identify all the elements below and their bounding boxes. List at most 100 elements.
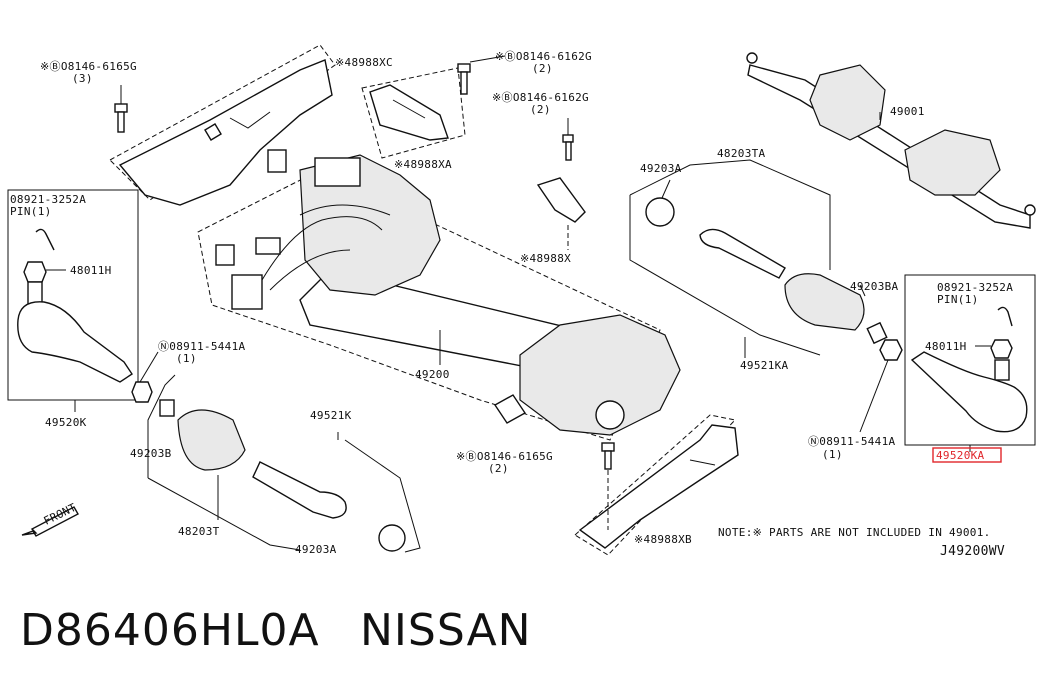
bolt-shaft: [565, 141, 572, 161]
bracket-48988xa-shape: [369, 84, 449, 141]
label-48988x: ※48988X: [520, 252, 571, 265]
label-48203t: 48203T: [178, 525, 220, 538]
group-inner-left-line-a: [147, 477, 301, 551]
label-08911-5441a-left: Ⓝ08911-5441A: [158, 340, 246, 353]
group-inner-right: [629, 159, 903, 433]
inner-tie-rod-49521ka: [699, 228, 786, 279]
label-08146-6162g-a: ※ⒷO8146-6162G: [495, 50, 592, 63]
label-48203ta: 48203TA: [717, 147, 766, 160]
bracket-48988xc-slot: [267, 149, 287, 173]
bolt-shaft: [117, 111, 125, 133]
inner-tie-rod-49521k: [252, 461, 347, 519]
bolt-head: [601, 442, 615, 452]
bolt-leader: [469, 55, 506, 63]
cotter-pin-left: [35, 228, 55, 251]
front-direction-indicator: [21, 506, 79, 537]
group-inner-left-line-b: [147, 374, 176, 478]
steering-gear-49200: [197, 154, 681, 441]
bolt-08146-6162g-a: [457, 55, 506, 95]
electric-motor-unit: [299, 154, 441, 296]
boot-clamp-49203a-top: [645, 197, 675, 227]
label-08146-6165g-top: ※ⒷO8146-6165G: [40, 60, 137, 73]
bolt-head: [114, 103, 128, 113]
group-inner-left: [131, 351, 421, 553]
highlight-49520ka: [932, 447, 1002, 463]
bolt-08146-6165g-top: [114, 85, 128, 133]
nut-48011h-left: [23, 261, 47, 283]
bracket-48988xa-fold: [392, 99, 426, 119]
bracket-48988xb-shape: [578, 424, 739, 549]
label-48988xc: ※48988XC: [335, 56, 393, 69]
label-49520ka: 49520KA: [936, 449, 985, 462]
label-pin-left: PIN(1): [10, 205, 52, 218]
label-49203a-top: 49203A: [640, 162, 682, 175]
front-arrow-icon: [21, 506, 79, 537]
gear-housing: [519, 314, 681, 436]
assembly-49001-end-right: [1024, 204, 1036, 216]
steering-gear-dash-box: [197, 169, 661, 441]
assembly-49001-motor: [809, 64, 886, 141]
label-49203a-bottom: 49203A: [295, 543, 337, 556]
assembly-49001-gearbox: [904, 129, 1001, 196]
bracket-48988xa: [361, 67, 466, 159]
connector-plug-main: [231, 274, 263, 310]
label-qty-2-a: (2): [532, 62, 553, 75]
label-49520k: 49520K: [45, 416, 87, 429]
bracket-48988xb-dash-box: [574, 414, 736, 556]
leader-49203a-top: [661, 179, 671, 199]
gear-bracket-tab: [493, 394, 527, 424]
label-49203ba: 49203BA: [850, 280, 899, 293]
tie-rod-end-49520ka: [910, 351, 1028, 433]
label-qty-2-b: (2): [530, 103, 551, 116]
label-48988xb: ※48988XB: [634, 533, 692, 546]
group-inner-left-line-c: [344, 439, 421, 553]
bracket-48988xc-shape: [118, 59, 333, 206]
label-49521k: 49521K: [310, 409, 352, 422]
group-inner-right-line-a: [629, 195, 821, 356]
group-tie-rod-end-left: [7, 189, 139, 412]
motor-housing-top: [314, 157, 361, 187]
nut-08911-left: [131, 381, 153, 403]
group-inner-right-line-b: [629, 159, 831, 270]
label-49200: 49200: [415, 368, 450, 381]
label-08921-3252a-left: 08921-3252A: [10, 193, 86, 206]
label-diagram-code: J49200WV: [940, 544, 1005, 559]
bracket-48988xb: [574, 414, 739, 556]
bracket-48988x-shape: [536, 177, 586, 223]
bracket-48988xb-fold: [689, 459, 716, 466]
boot-clamp-49203ba: [866, 321, 888, 345]
group-tie-rod-end-right: [904, 274, 1036, 452]
leader-08911-right: [859, 359, 889, 433]
bracket-48988xa-dash-box: [361, 67, 466, 159]
wire-harness-a: [261, 216, 383, 281]
label-08146-6162g-b: ※ⒷO8146-6162G: [492, 91, 589, 104]
label-49521ka: 49521KA: [740, 359, 789, 372]
caption-brand: NISSAN: [360, 605, 532, 656]
wire-harness-b: [269, 249, 351, 291]
stud-left: [27, 281, 43, 305]
bracket-48988xc-fold: [229, 111, 271, 129]
label-49203b: 49203B: [130, 447, 172, 460]
label-qty-3: (3): [72, 72, 93, 85]
bracket-48988x: [536, 118, 586, 250]
assembly-49001-end-left: [746, 52, 758, 64]
leader-49203ba: [859, 284, 866, 297]
label-48011h-right: 48011H: [925, 340, 967, 353]
connector-plug-mid: [255, 237, 281, 255]
bracket-48988xc-tab: [204, 123, 222, 141]
connector-plug-small: [215, 244, 235, 266]
bolt-head: [457, 63, 471, 73]
bolt-shaft: [460, 71, 468, 95]
label-pin-right: PIN(1): [937, 293, 979, 306]
stud-right: [994, 359, 1010, 381]
boot-clamp-49203a-bottom: [378, 524, 406, 552]
label-08911-5441a-right: Ⓝ08911-5441A: [808, 435, 896, 448]
label-note: NOTE:※ PARTS ARE NOT INCLUDED IN 49001.: [718, 526, 991, 539]
gear-pinion-cap: [595, 400, 625, 430]
label-qty-2-c: (2): [488, 462, 509, 475]
label-qty-1-left: (1): [176, 352, 197, 365]
label-48988xa: ※48988XA: [394, 158, 452, 171]
leader-08911-left: [139, 351, 159, 383]
